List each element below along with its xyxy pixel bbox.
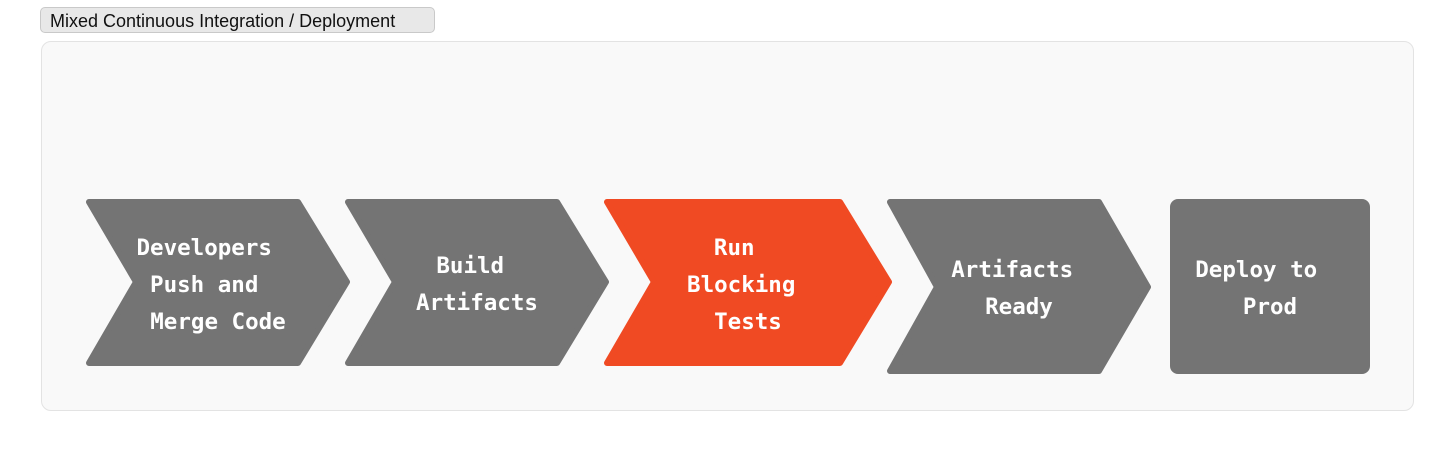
pipeline-step-developers-push: Developers Push and Merge Code <box>86 199 350 366</box>
step-label: Deploy to Prod <box>1195 257 1330 320</box>
chevron-shape <box>345 199 609 366</box>
pipeline-step-deploy-to-prod: Deploy to Prod <box>1170 199 1370 374</box>
box-shape <box>1170 199 1370 374</box>
pipeline-step-run-blocking-tests: Run Blocking Tests <box>604 199 892 366</box>
pipeline-step-build-artifacts: Build Artifacts <box>345 199 609 366</box>
chevron-shape <box>604 199 892 366</box>
pipeline-step-artifacts-ready: Artifacts Ready <box>887 199 1151 374</box>
chevron-shape <box>86 199 350 366</box>
chevron-shape <box>887 199 1151 374</box>
step-label: Build Artifacts <box>416 253 538 316</box>
step-label: Run Blocking Tests <box>687 235 809 335</box>
step-label: Developers Push and Merge Code <box>136 235 285 335</box>
diagram-title-tab: Mixed Continuous Integration / Deploymen… <box>40 7 435 33</box>
step-label: Artifacts Ready <box>951 257 1086 320</box>
